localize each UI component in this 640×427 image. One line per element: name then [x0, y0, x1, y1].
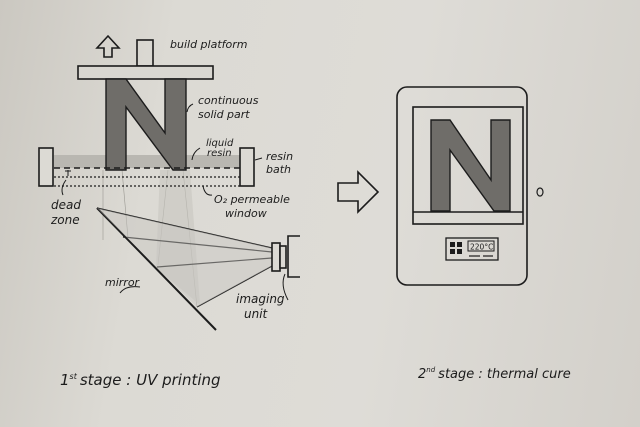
label-solid-part: solid part: [198, 108, 250, 121]
oven-body: [396, 86, 528, 286]
oven-buttons-icon: [450, 242, 462, 254]
oven: [396, 86, 544, 286]
label-o2-permeable: O₂ permeable: [214, 193, 290, 206]
label-mirror: mirror: [105, 276, 141, 289]
label-unit: unit: [244, 307, 269, 321]
uv-light-beams: [102, 169, 200, 308]
label-zone: zone: [50, 213, 80, 227]
oven-control-panel: [445, 237, 499, 261]
light-rays: [96, 207, 273, 308]
liquid-resin: [54, 155, 240, 168]
label-dead: dead: [51, 198, 81, 212]
label-resin: resin: [207, 148, 232, 159]
oven-display-box: [467, 240, 495, 252]
label-resin-bath-1: resin: [266, 150, 293, 163]
solid-part-N: [105, 78, 187, 171]
label-imaging: imaging: [236, 292, 285, 306]
oven-door-handle: [536, 187, 544, 197]
label-continuous: continuous: [198, 94, 259, 107]
build-platform: [77, 65, 214, 80]
resin-bath-left-wall: [38, 147, 54, 187]
stage1-diagram: [38, 34, 300, 331]
label-resin-bath-2: bath: [266, 163, 291, 176]
oven-window: [412, 106, 524, 225]
oven-temperature-display: 220°C: [470, 243, 493, 252]
label-window: window: [225, 207, 267, 220]
platform-mount: [136, 39, 154, 67]
dead-zone-marker: [65, 170, 71, 176]
label-build-platform: build platform: [170, 38, 247, 51]
imaging-unit: [271, 235, 300, 278]
up-arrow-icon: [95, 34, 121, 58]
mirror: [96, 207, 217, 331]
right-arrow-icon: [337, 170, 380, 214]
resin-bath-right-wall: [239, 147, 255, 187]
oven-part-N: [430, 119, 511, 212]
label-liquid: liquid: [206, 138, 234, 149]
